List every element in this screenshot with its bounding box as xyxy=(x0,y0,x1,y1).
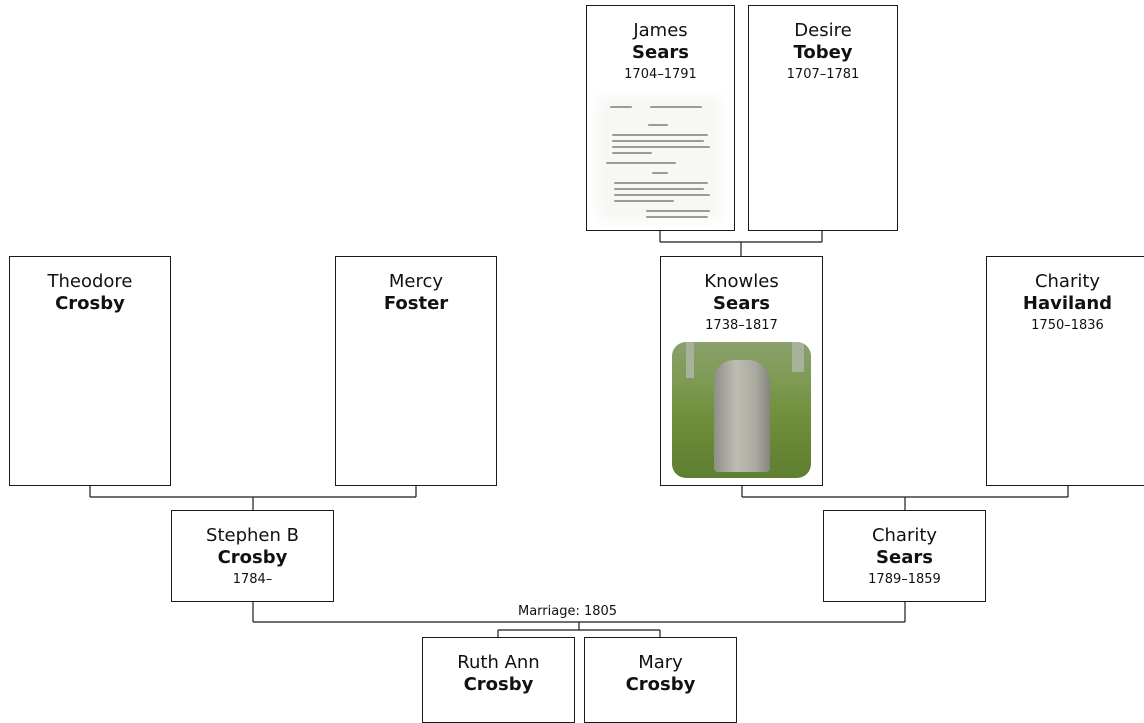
surname: Sears xyxy=(876,547,933,568)
given-name: Stephen B xyxy=(206,525,299,546)
person-card-theodore-crosby[interactable]: Theodore Crosby xyxy=(9,256,171,486)
surname: Crosby xyxy=(463,674,534,695)
surname: Crosby xyxy=(625,674,696,695)
given-name: Desire xyxy=(794,20,852,41)
given-name: Mary xyxy=(638,652,683,673)
surname: Sears xyxy=(632,42,689,63)
given-name: Mercy xyxy=(388,271,444,292)
life-dates: 1707–1781 xyxy=(786,67,860,82)
gravestone-photo[interactable] xyxy=(672,342,811,478)
surname: Sears xyxy=(713,293,770,314)
given-name: Charity xyxy=(871,525,938,546)
person-card-james-sears[interactable]: James Sears 1704–1791 xyxy=(586,5,735,231)
surname: Foster xyxy=(383,293,449,314)
given-name: Charity xyxy=(1034,271,1101,292)
given-name: Ruth Ann xyxy=(457,652,540,673)
person-card-charity-haviland[interactable]: Charity Haviland 1750–1836 xyxy=(986,256,1144,486)
given-name: Knowles xyxy=(704,271,779,292)
life-dates: 1784– xyxy=(232,572,273,587)
surname: Tobey xyxy=(793,42,853,63)
life-dates: 1789–1859 xyxy=(868,572,941,587)
document-scan-photo[interactable] xyxy=(590,90,728,227)
person-card-mercy-foster[interactable]: Mercy Foster xyxy=(335,256,497,486)
person-card-mary-crosby[interactable]: Mary Crosby xyxy=(584,637,737,723)
marriage-label: Marriage: 1805 xyxy=(516,604,620,620)
person-card-charity-sears[interactable]: Charity Sears 1789–1859 xyxy=(823,510,986,602)
surname: Crosby xyxy=(217,547,288,568)
person-card-ruth-ann-crosby[interactable]: Ruth Ann Crosby xyxy=(422,637,575,723)
person-card-knowles-sears[interactable]: Knowles Sears 1738–1817 xyxy=(660,256,823,486)
life-dates: 1704–1791 xyxy=(624,67,697,82)
person-card-desire-tobey[interactable]: Desire Tobey 1707–1781 xyxy=(748,5,898,231)
person-card-stephen-crosby[interactable]: Stephen B Crosby 1784– xyxy=(171,510,334,602)
surname: Crosby xyxy=(55,293,125,314)
surname: Haviland xyxy=(1022,293,1113,314)
life-dates: 1750–1836 xyxy=(1031,318,1104,333)
life-dates: 1738–1817 xyxy=(705,318,778,333)
given-name: Theodore xyxy=(47,271,133,292)
given-name: James xyxy=(633,20,688,41)
